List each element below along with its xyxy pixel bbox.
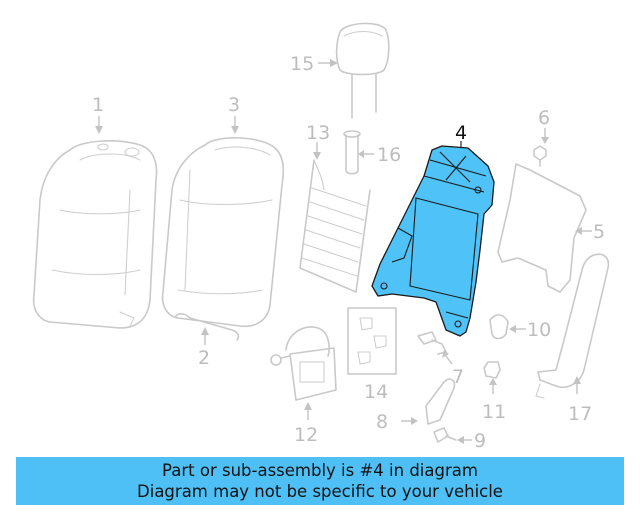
part-15-headrest: [335, 22, 390, 119]
callout-9[interactable]: 9: [474, 430, 486, 452]
callout-4[interactable]: 4: [455, 122, 467, 144]
part-17-side-trim: [535, 253, 610, 399]
callout-15[interactable]: 15: [290, 53, 314, 75]
callout-2[interactable]: 2: [198, 347, 210, 369]
part-4-seatback-frame[interactable]: [371, 145, 495, 337]
part-14-clips: [347, 307, 397, 375]
part-11-grommet: [483, 361, 501, 379]
callout-13[interactable]: 13: [306, 122, 330, 144]
part-6-bolt: [533, 145, 547, 167]
part-5-back-panel: [497, 163, 587, 293]
callout-17[interactable]: 17: [568, 403, 592, 425]
callout-16[interactable]: 16: [377, 144, 401, 166]
part-1-seatback-cover: [32, 140, 158, 329]
callout-7[interactable]: 7: [452, 366, 464, 388]
parts-diagram: 1 2 3 15 16: [32, 22, 610, 452]
part-8-bracket: [425, 378, 456, 425]
callout-6[interactable]: 6: [538, 107, 550, 129]
callout-10[interactable]: 10: [527, 319, 551, 341]
info-banner: Part or sub-assembly is #4 in diagram Di…: [16, 457, 624, 505]
part-13-lumbar-frame: [299, 159, 371, 293]
banner-line-2: Diagram may not be specific to your vehi…: [137, 482, 503, 501]
callout-14[interactable]: 14: [364, 381, 388, 403]
callout-11[interactable]: 11: [482, 401, 506, 423]
part-12-recliner: [270, 326, 337, 401]
part-3-seatback-pad: [161, 137, 285, 328]
callout-5[interactable]: 5: [593, 221, 605, 243]
callout-12[interactable]: 12: [294, 424, 318, 446]
callout-3[interactable]: 3: [228, 94, 240, 116]
part-10-clip: [489, 314, 509, 340]
callout-8[interactable]: 8: [376, 411, 388, 433]
part-2-wire: [175, 313, 240, 341]
part-9-screw: [433, 427, 457, 443]
part-16-guide: [343, 130, 361, 175]
part-7-fastener: [417, 331, 447, 355]
callout-1[interactable]: 1: [92, 94, 104, 116]
banner-line-1: Part or sub-assembly is #4 in diagram: [162, 461, 478, 480]
